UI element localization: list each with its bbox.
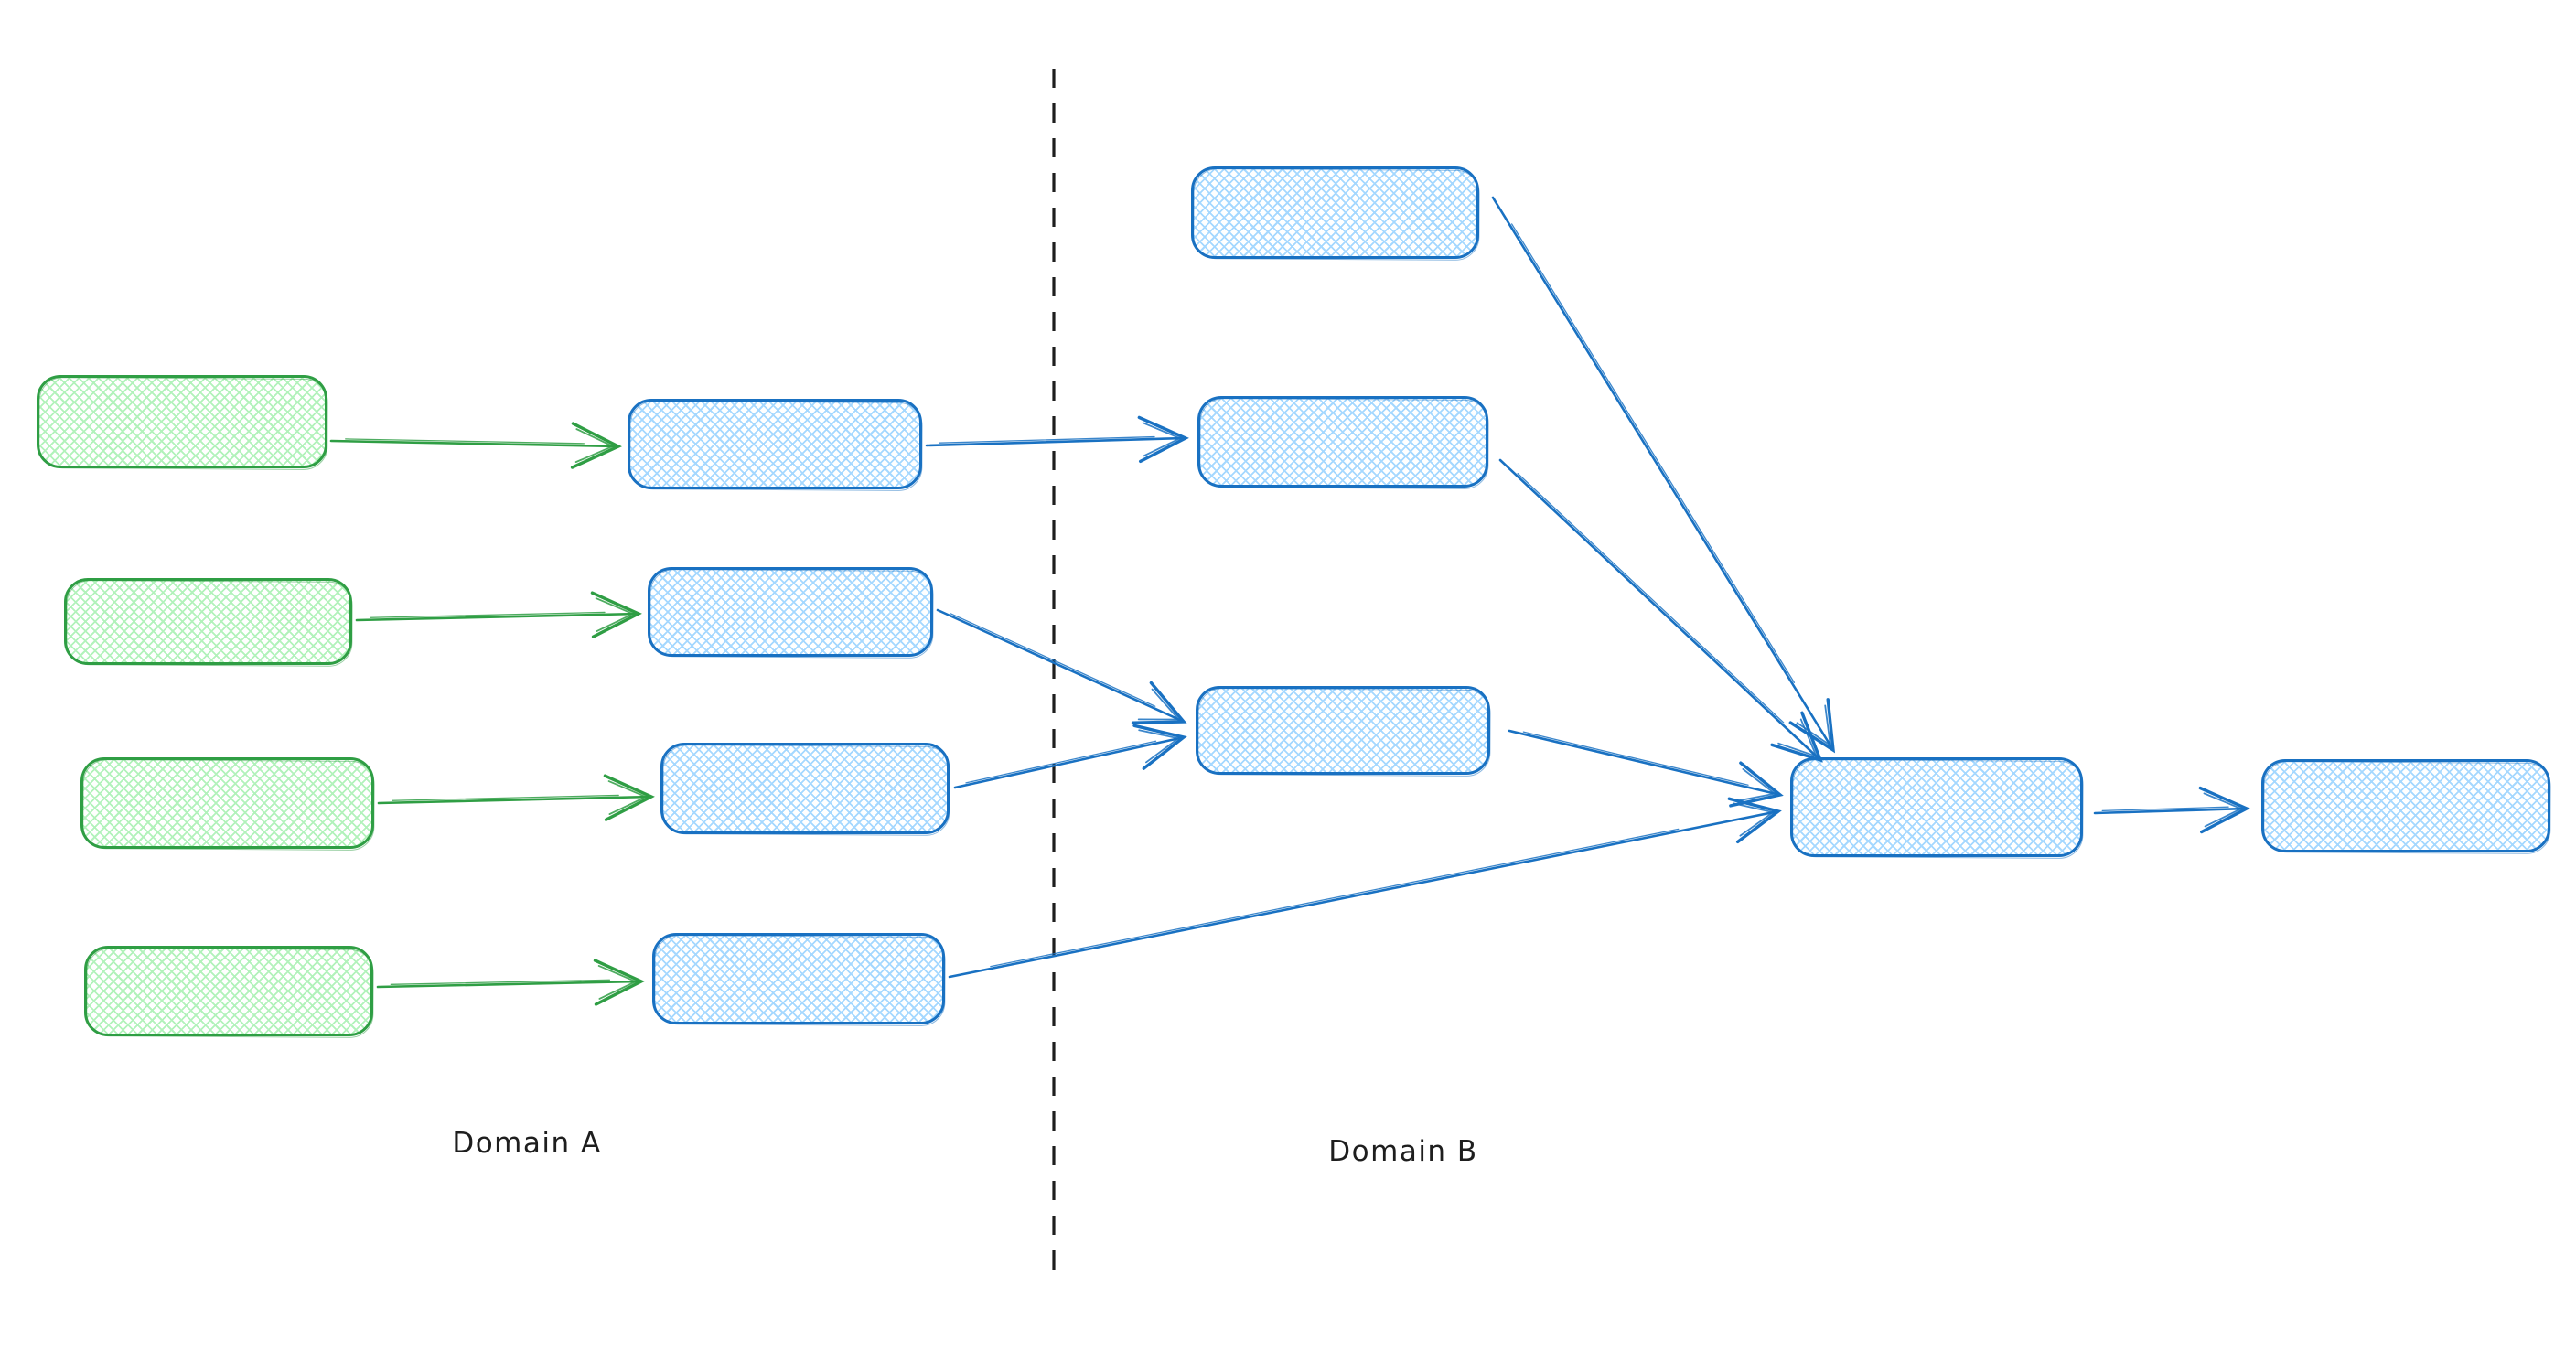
edge-process-b1-aggregator (1491, 196, 1836, 754)
edge-input-4-process-a4 (376, 959, 645, 1006)
node-process-b3 (1196, 686, 1490, 775)
node-process-a4 (652, 933, 945, 1024)
node-process-b1 (1191, 166, 1479, 259)
node-aggregator (1790, 757, 2083, 857)
node-process-a1 (628, 399, 922, 489)
node-input-4 (84, 946, 373, 1036)
edge-aggregator-output (2093, 786, 2250, 834)
node-input-3 (80, 757, 374, 849)
node-output (2261, 759, 2550, 852)
node-input-2 (64, 578, 352, 665)
node-process-a2 (648, 567, 933, 657)
edge-process-a1-process-b2 (925, 415, 1189, 464)
edge-input-1-process-a1 (329, 422, 622, 469)
edge-process-a4-aggregator (948, 797, 1782, 979)
edge-process-b3-aggregator (1508, 729, 1784, 808)
edge-process-b2-aggregator (1498, 458, 1823, 763)
edge-process-a2-process-b3 (936, 608, 1187, 724)
domain-a-label: Domain A (452, 1127, 602, 1160)
edge-process-a3-process-b3 (953, 724, 1187, 789)
domain-b-label: Domain B (1328, 1135, 1478, 1168)
edges-layer (329, 196, 2250, 1006)
node-process-b2 (1197, 396, 1488, 488)
edge-input-3-process-a3 (377, 774, 655, 821)
edge-input-2-process-a2 (355, 591, 642, 638)
node-process-a3 (660, 743, 950, 834)
node-input-1 (37, 375, 327, 468)
